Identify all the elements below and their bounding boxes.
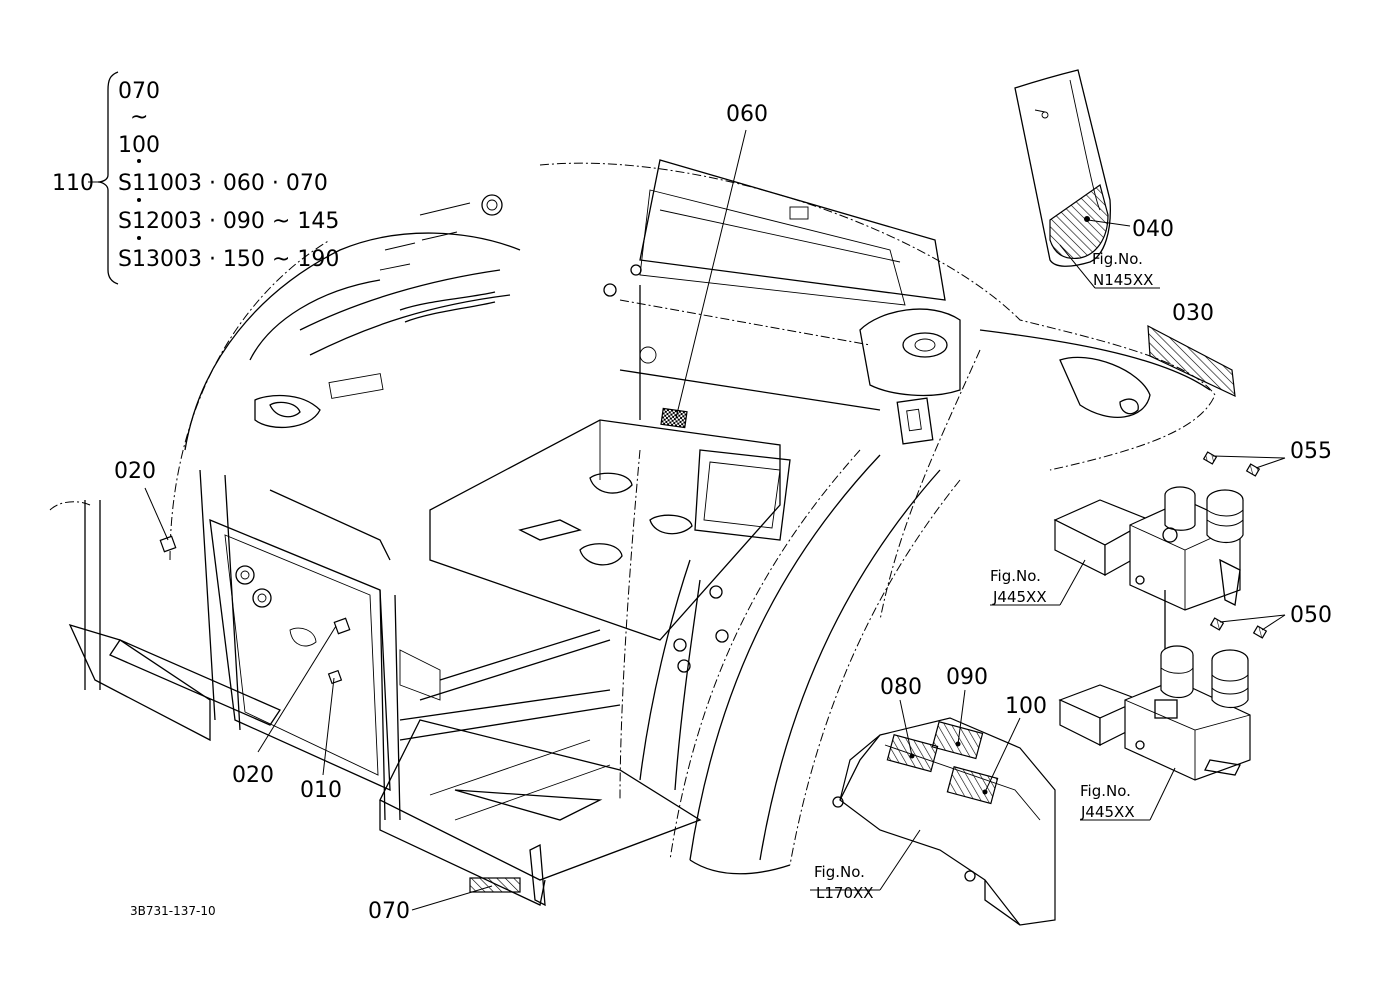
- callout-040: 040: [1132, 217, 1174, 242]
- fig-ref-n145xx-caption: Fig.No.: [1092, 250, 1143, 268]
- callout-090: 090: [946, 665, 988, 690]
- fig-ref-j445xx-upper-code: J445XX: [992, 588, 1047, 606]
- callout-080: 080: [880, 675, 922, 700]
- valve-assembly-upper: [990, 451, 1286, 611]
- callout-020-right: 020: [232, 763, 274, 788]
- fig-ref-j445xx-lower-code: J445XX: [1080, 803, 1135, 821]
- part-010: [327, 669, 343, 685]
- bracket-line-2: ~: [130, 105, 148, 130]
- callout-010: 010: [300, 778, 342, 803]
- fig-ref-n145xx-code: N145XX: [1093, 271, 1153, 289]
- fig-ref-l170xx-code: L170XX: [816, 884, 874, 902]
- callout-030: 030: [1172, 301, 1214, 326]
- callout-100: 100: [1005, 694, 1047, 719]
- cab-platform-drawing: [49, 159, 1216, 907]
- bracket-line-6: S13003 · 150 ~ 190: [118, 247, 339, 272]
- part-020-left: [159, 535, 177, 553]
- callout-070: 070: [368, 899, 410, 924]
- bracket-line-1: 070: [118, 79, 160, 104]
- fig-ref-l170xx-caption: Fig.No.: [814, 863, 865, 881]
- bracket-line-5: S12003 · 090 ~ 145: [118, 209, 339, 234]
- door-panel-n145xx: [1014, 69, 1160, 289]
- callout-110: 110: [52, 171, 94, 196]
- fig-ref-j445xx-lower-caption: Fig.No.: [1080, 782, 1131, 800]
- bracket-line-3: 100: [118, 133, 160, 158]
- callout-050: 050: [1290, 603, 1332, 628]
- callout-labels: 070 ~ 100 S11003 · 060 · 070 S12003 · 09…: [52, 79, 1332, 924]
- decal-060: [660, 407, 688, 429]
- bracket-line-4: S11003 · 060 · 070: [118, 171, 328, 196]
- callout-055: 055: [1290, 439, 1332, 464]
- bracket-110: [88, 71, 141, 285]
- cover-panel-l170xx: [810, 689, 1056, 926]
- valve-assembly-lower: [1058, 614, 1286, 821]
- fig-ref-j445xx-upper-caption: Fig.No.: [990, 567, 1041, 585]
- drawing-number: 3B731-137-10: [130, 904, 216, 918]
- callout-060: 060: [726, 102, 768, 127]
- part-020-right: [333, 617, 351, 635]
- callout-020-left: 020: [114, 459, 156, 484]
- decal-030: [1147, 324, 1236, 398]
